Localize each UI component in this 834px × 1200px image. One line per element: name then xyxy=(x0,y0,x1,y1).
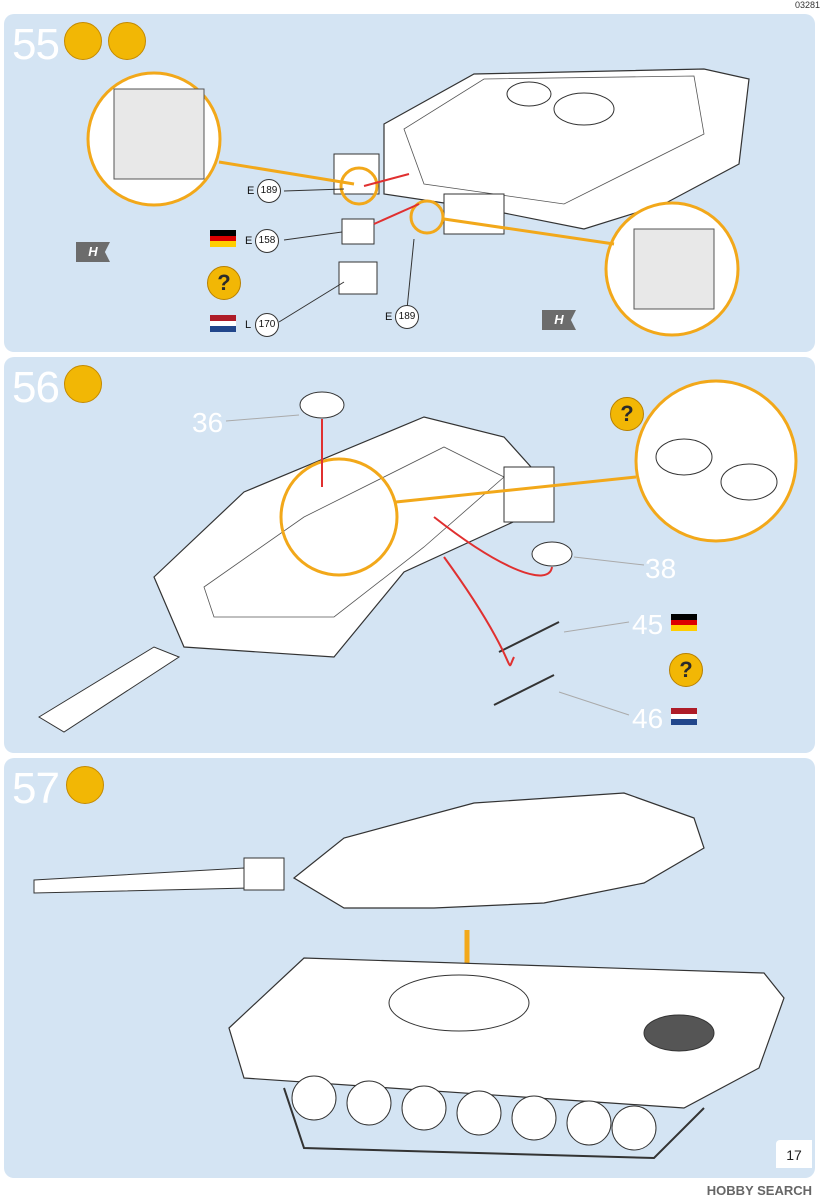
part-letter: E xyxy=(247,185,255,197)
step-number: 56 xyxy=(12,363,60,412)
question-icon: ? xyxy=(669,653,703,687)
part-number: 189 xyxy=(257,179,281,203)
netherlands-flag-icon xyxy=(210,315,236,332)
page-number: 17 xyxy=(776,1140,812,1168)
callout-h: H xyxy=(76,242,110,262)
callout-h: H xyxy=(542,310,576,330)
germany-flag-icon xyxy=(671,614,697,631)
document-code: 03281 xyxy=(794,0,820,10)
part-letter: L xyxy=(245,319,252,331)
question-icon: ? xyxy=(207,266,241,300)
step-55-panel: 55 E 189 E 158 ? L xyxy=(4,14,815,352)
netherlands-flag-icon xyxy=(671,708,697,725)
step-number: 57 xyxy=(12,764,60,813)
step-55-drawing xyxy=(86,68,750,337)
question-icon: ? xyxy=(610,397,644,431)
part-label-36: 36 xyxy=(192,407,224,438)
part-label-38: 38 xyxy=(645,553,677,584)
step-56-panel: 56 36 38 45 46 ? ? xyxy=(4,357,815,753)
glue-icon xyxy=(64,365,102,403)
part-label-46: 46 xyxy=(632,703,664,734)
step-57-panel: 57 xyxy=(4,758,815,1178)
paint-brush-icon xyxy=(108,22,146,60)
no-glue-icon xyxy=(66,766,104,804)
part-number: 158 xyxy=(255,229,279,253)
germany-flag-icon xyxy=(210,230,236,247)
part-number: 189 xyxy=(395,305,419,329)
watermark: HOBBY SEARCH xyxy=(706,1183,812,1198)
part-label-45: 45 xyxy=(632,609,664,640)
part-letter: E xyxy=(385,311,393,323)
glue-icon xyxy=(64,22,102,60)
part-number: 170 xyxy=(255,313,279,337)
step-number: 55 xyxy=(12,20,60,69)
step-57-drawing xyxy=(33,792,785,1160)
step-56-drawing xyxy=(38,379,798,733)
part-letter: E xyxy=(245,235,253,247)
